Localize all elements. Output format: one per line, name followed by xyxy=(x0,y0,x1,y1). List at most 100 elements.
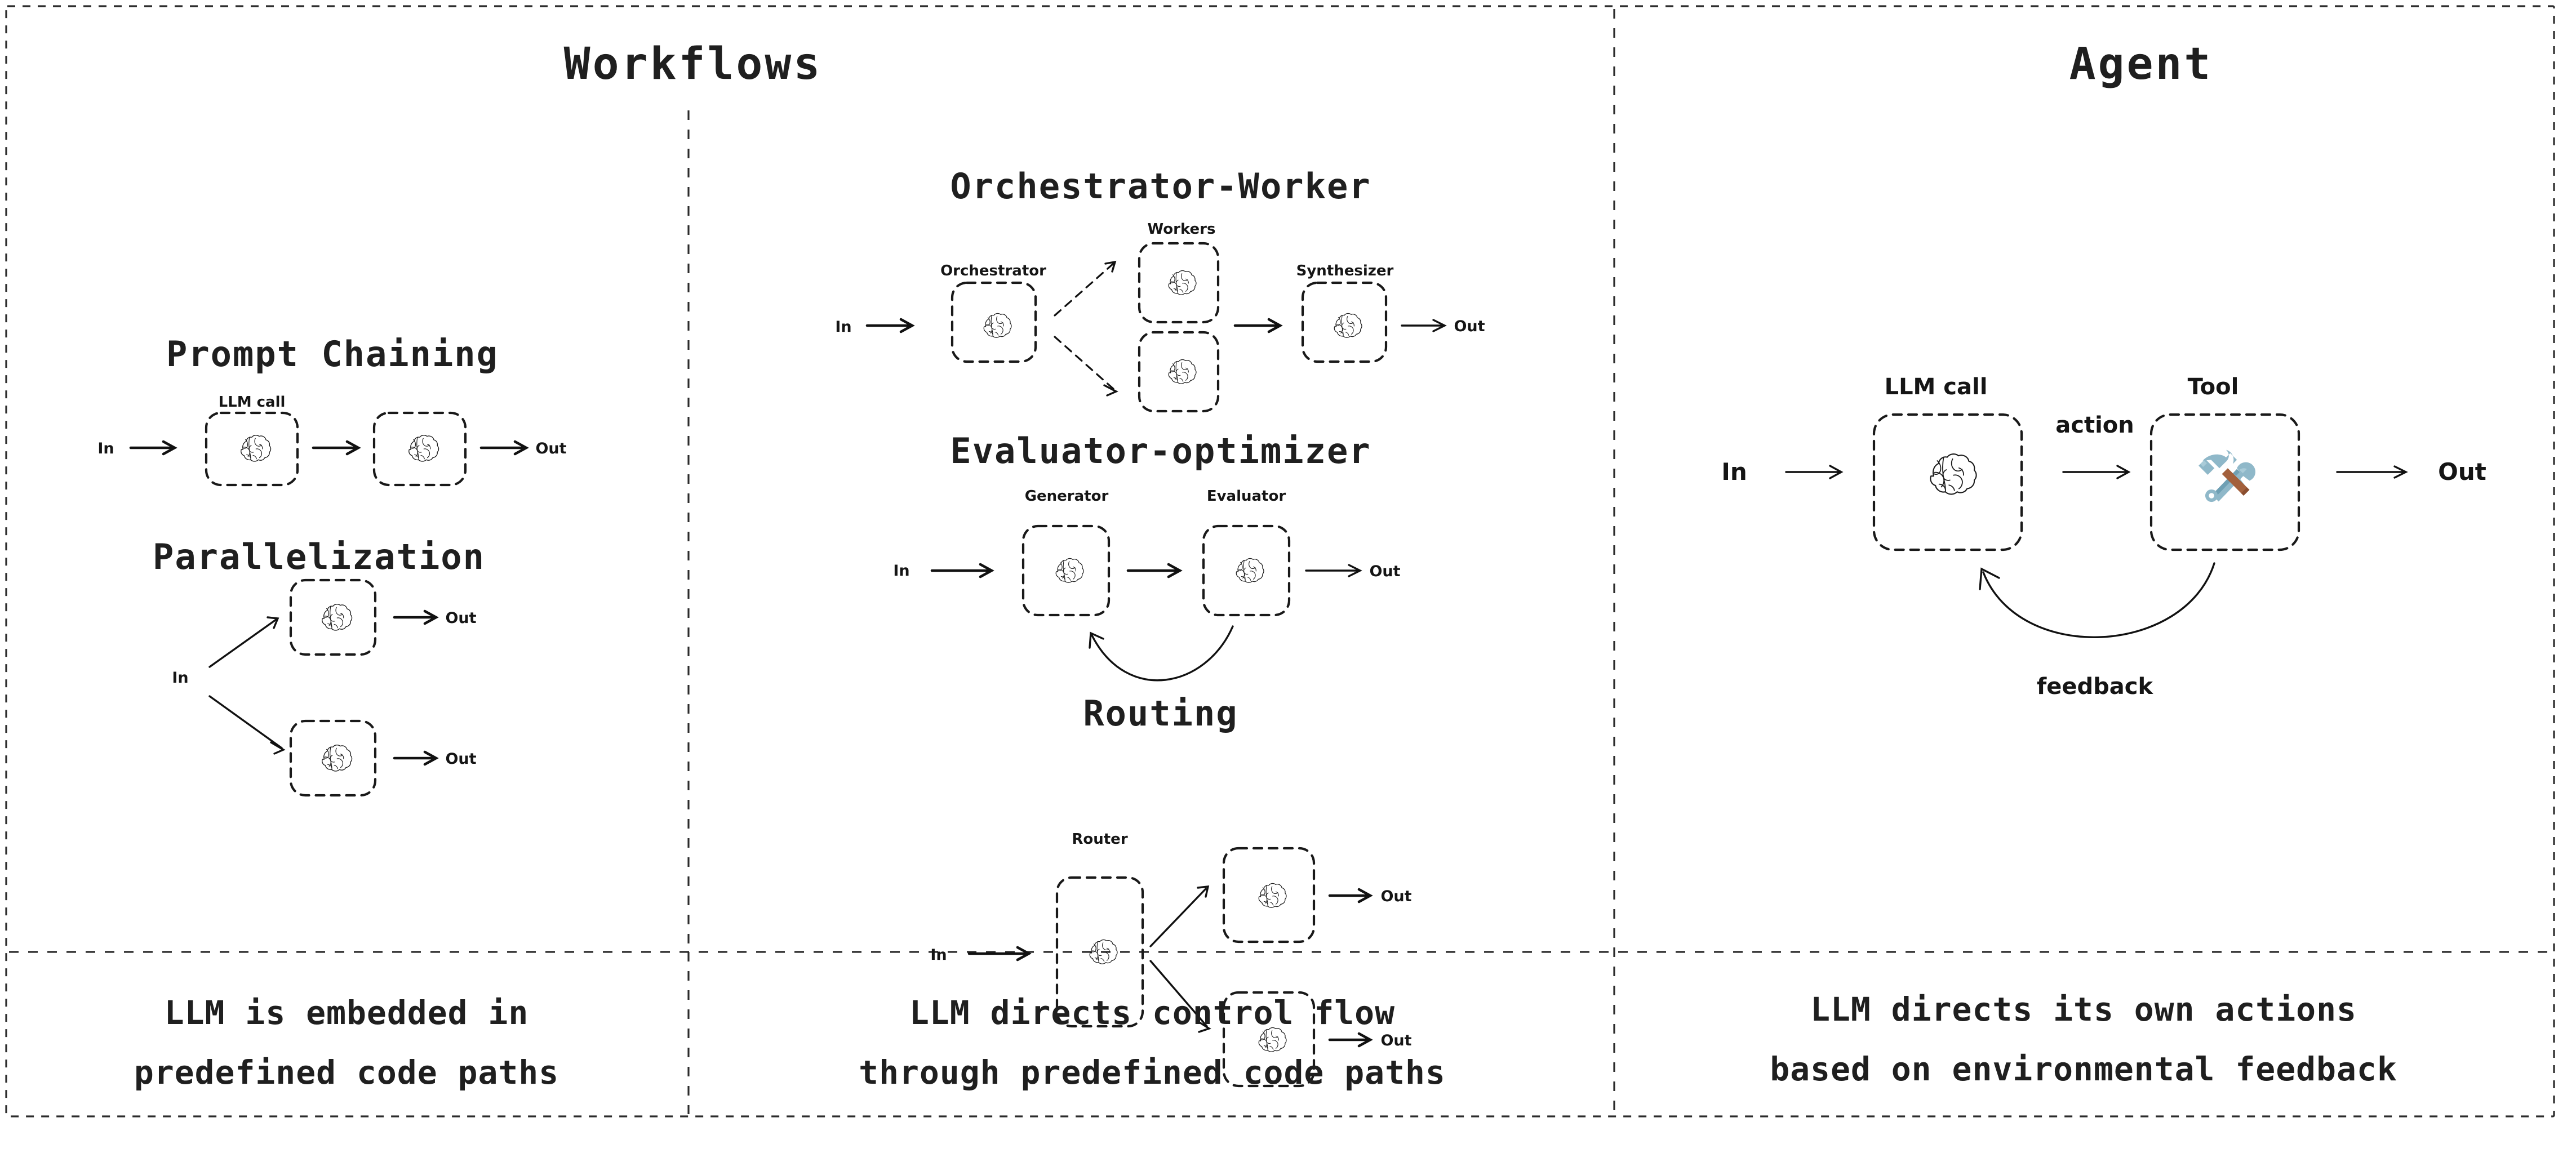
column-title-agent: Agent xyxy=(2069,39,2213,90)
brain-icon xyxy=(322,744,353,772)
node-label-router: Router xyxy=(1072,831,1127,848)
pattern-title-evaluator-optimizer: Evaluator-optimizer xyxy=(950,430,1371,471)
arrowhead-feedback-loop xyxy=(1089,631,1104,649)
arrow-orchestrator-to-worker-top xyxy=(1054,262,1114,317)
edge-label-feedback: feedback xyxy=(2037,674,2154,700)
output-label-out: Out xyxy=(2438,458,2486,486)
pattern-orchestrator-worker: Orchestrator-Worker Workers Orchestrator… xyxy=(835,166,1485,413)
arrow-in-to-llm-bottom xyxy=(208,695,286,755)
input-label-in: In xyxy=(172,669,188,687)
brain-icon xyxy=(983,313,1012,338)
node-generator xyxy=(1021,524,1111,617)
hammer-and-wrench-icon xyxy=(2199,449,2255,502)
pattern-title-prompt-chaining: Prompt Chaining xyxy=(166,333,499,375)
node-tool xyxy=(2149,413,2300,551)
node-llm-call xyxy=(1872,413,2023,551)
brain-icon xyxy=(1055,558,1084,583)
pattern-routing: Routing Router In Out Out xyxy=(930,693,1412,1088)
node-label-tool: Tool xyxy=(2188,374,2239,400)
pattern-title-routing: Routing xyxy=(1083,693,1238,734)
arrow-llm1-to-llm2 xyxy=(312,440,361,456)
arrow-target-bottom-to-out xyxy=(1328,1032,1373,1048)
pattern-title-orchestrator-worker: Orchestrator-Worker xyxy=(950,166,1371,207)
input-label-in: In xyxy=(1721,458,1747,486)
arrowhead-worker-top xyxy=(1104,260,1117,273)
pattern-parallelization: Parallelization In Out Out xyxy=(153,536,485,797)
node-label-llm-call: LLM call xyxy=(1885,374,1988,400)
node-worker-bottom xyxy=(1138,331,1220,413)
arrowhead-worker-bottom xyxy=(1103,384,1118,397)
arrow-llm-top-to-out xyxy=(393,609,439,625)
input-label-in: In xyxy=(835,318,851,336)
node-label-synthesizer: Synthesizer xyxy=(1296,262,1394,279)
caption-agent-line1: LLM directs its own actions xyxy=(1810,990,2357,1029)
edge-label-action: action xyxy=(2055,412,2134,438)
node-label-workers: Workers xyxy=(1148,221,1216,238)
column-title-workflows: Workflows xyxy=(564,39,823,90)
node-synthesizer xyxy=(1301,281,1388,363)
outer-frame xyxy=(5,5,2555,1118)
pattern-prompt-chaining: Prompt Chaining LLM call In Out xyxy=(97,333,567,487)
caption-agent-line2: based on environmental feedback xyxy=(1770,1050,2397,1088)
node-orchestrator xyxy=(951,281,1037,363)
node-label-llm-call: LLM call xyxy=(219,394,286,411)
caption-row: LLM is embedded in predefined code paths… xyxy=(134,990,2397,1092)
arrow-generator-to-evaluator xyxy=(1126,563,1183,578)
node-llm-call-2 xyxy=(372,411,467,487)
node-route-target-top xyxy=(1222,847,1316,943)
node-label-generator: Generator xyxy=(1025,488,1109,505)
node-router xyxy=(1055,876,1144,1028)
brain-icon xyxy=(322,603,353,631)
input-label-in: In xyxy=(97,440,114,457)
arrow-llm2-to-out xyxy=(479,440,529,456)
arrow-router-to-target-top xyxy=(1149,885,1210,947)
node-route-target-bottom xyxy=(1222,991,1316,1088)
brain-icon xyxy=(1334,313,1362,338)
arrow-in-to-router xyxy=(967,946,1032,961)
arrow-synthesizer-to-out xyxy=(1401,319,1447,332)
feedback-loop-tool-to-llm-call xyxy=(1982,562,2215,638)
arrow-tool-to-out xyxy=(2336,465,2408,479)
pattern-agent-loop: LLM call Tool action In Out feedback xyxy=(1721,374,2486,700)
brain-icon xyxy=(1258,883,1287,908)
node-evaluator xyxy=(1202,524,1291,617)
arrow-evaluator-to-out xyxy=(1305,564,1362,577)
arrow-in-to-llm-top xyxy=(208,616,279,668)
arrow-in-to-llm-call xyxy=(1785,465,1844,479)
node-llm-call-bottom xyxy=(289,719,377,797)
node-label-evaluator: Evaluator xyxy=(1207,488,1286,505)
arrow-target-top-to-out xyxy=(1328,888,1373,903)
output-label-out: Out xyxy=(1369,563,1400,580)
pattern-title-parallelization: Parallelization xyxy=(153,536,485,577)
brain-icon xyxy=(408,434,439,462)
arrowhead-feedback xyxy=(1979,567,2000,590)
arrow-in-to-llm1 xyxy=(129,440,177,456)
caption-workflows-mid-line1: LLM directs control flow xyxy=(909,994,1395,1032)
brain-icon xyxy=(1168,359,1197,384)
feedback-loop-evaluator-to-generator xyxy=(1091,625,1234,682)
input-label-in: In xyxy=(893,562,909,580)
node-worker-top xyxy=(1138,242,1220,324)
caption-workflows-left-line2: predefined code paths xyxy=(134,1053,559,1092)
output-label-out: Out xyxy=(1454,318,1485,335)
output-label-out: Out xyxy=(1380,1032,1411,1049)
brain-icon xyxy=(241,434,272,462)
brain-icon xyxy=(1168,270,1197,295)
output-label-out: Out xyxy=(535,440,566,457)
output-label-out: Out xyxy=(445,750,476,768)
output-label-out: Out xyxy=(1380,888,1411,905)
arrow-workers-to-synthesizer xyxy=(1233,318,1283,333)
arrow-llm-call-to-tool xyxy=(2062,465,2131,479)
output-label-out: Out xyxy=(445,609,476,627)
node-llm-call-1 xyxy=(205,411,299,487)
brain-icon xyxy=(1236,558,1264,583)
caption-workflows-left-line1: LLM is embedded in xyxy=(165,994,529,1032)
brain-icon xyxy=(1930,453,1977,495)
node-llm-call-top xyxy=(289,578,377,656)
caption-workflows-mid-line2: through predefined code paths xyxy=(859,1053,1446,1092)
input-label-in: In xyxy=(930,946,947,964)
pattern-evaluator-optimizer: Evaluator-optimizer Generator Evaluator … xyxy=(893,430,1401,682)
arrow-orchestrator-to-worker-bottom xyxy=(1054,336,1116,391)
arrow-in-to-orchestrator xyxy=(865,318,915,333)
